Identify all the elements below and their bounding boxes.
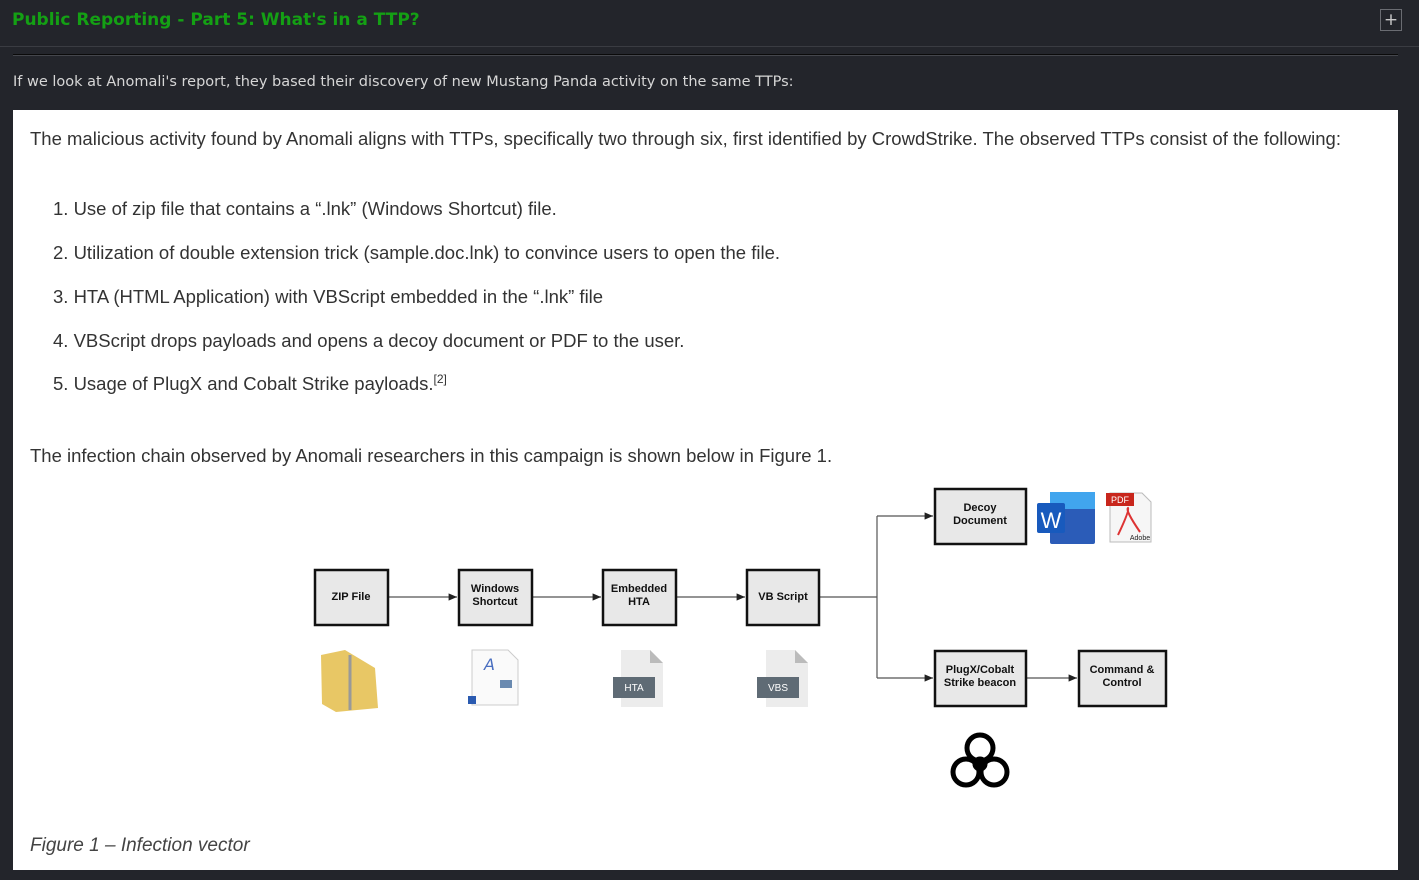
quote-paragraph: The malicious activity found by Anomali … — [30, 128, 1341, 149]
header: Public Reporting - Part 5: What's in a T… — [0, 0, 1419, 47]
biohazard-icon — [950, 732, 1010, 788]
word-icon: W — [1037, 492, 1095, 544]
list-item: 5. Usage of PlugX and Cobalt Strike payl… — [53, 372, 447, 395]
svg-text:HTA: HTA — [628, 596, 650, 608]
svg-text:Command &: Command & — [1090, 664, 1155, 676]
zip-file-box — [313, 568, 390, 627]
svg-text:VBS: VBS — [768, 683, 788, 694]
command-control-box — [1077, 649, 1168, 708]
zip-folder-icon — [321, 650, 378, 712]
document-shortcut-icon: A — [468, 649, 519, 706]
intro-text: If we look at Anomali's report, they bas… — [13, 74, 794, 90]
quote-panel: The malicious activity found by Anomali … — [13, 110, 1398, 870]
svg-text:Document: Document — [953, 515, 1007, 527]
figure-intro: The infection chain observed by Anomali … — [30, 445, 833, 466]
pdf-icon: PDF Adobe — [1106, 492, 1152, 543]
list-item: 3. HTA (HTML Application) with VBScript … — [53, 286, 604, 307]
vbs-file-icon: VBS — [757, 650, 808, 707]
svg-text:PDF: PDF — [1111, 495, 1130, 505]
svg-text:HTA: HTA — [624, 683, 644, 694]
list-item: 1. Use of zip file that contains a “.lnk… — [53, 198, 557, 219]
figure-caption: Figure 1 – Infection vector — [30, 835, 250, 856]
expand-button[interactable]: + — [1380, 9, 1402, 31]
svg-text:W: W — [1041, 508, 1062, 533]
citation-link[interactable]: [2] — [433, 372, 447, 386]
svg-text:Embedded: Embedded — [611, 583, 667, 595]
svg-text:PlugX/Cobalt: PlugX/Cobalt — [946, 664, 1015, 676]
embedded-hta-box — [601, 568, 678, 627]
page-title: Public Reporting - Part 5: What's in a T… — [12, 10, 420, 30]
divider — [13, 54, 1398, 56]
hta-file-icon: HTA — [613, 650, 663, 707]
svg-text:Decoy: Decoy — [963, 502, 997, 514]
plugx-cobalt-box — [933, 649, 1028, 708]
svg-text:ZIP File: ZIP File — [332, 591, 371, 603]
list-item: 2. Utilization of double extension trick… — [53, 242, 781, 263]
svg-text:Adobe: Adobe — [1130, 535, 1150, 542]
svg-text:Windows: Windows — [471, 583, 519, 595]
decoy-document-box — [933, 487, 1028, 546]
svg-text:Strike beacon: Strike beacon — [944, 677, 1016, 689]
svg-text:A: A — [483, 655, 495, 674]
svg-text:Shortcut: Shortcut — [472, 596, 518, 608]
vb-script-box — [745, 568, 821, 627]
list-item: 4. VBScript drops payloads and opens a d… — [53, 330, 685, 351]
windows-shortcut-box — [457, 568, 534, 627]
svg-text:VB Script: VB Script — [758, 591, 808, 603]
svg-text:Control: Control — [1102, 677, 1141, 689]
